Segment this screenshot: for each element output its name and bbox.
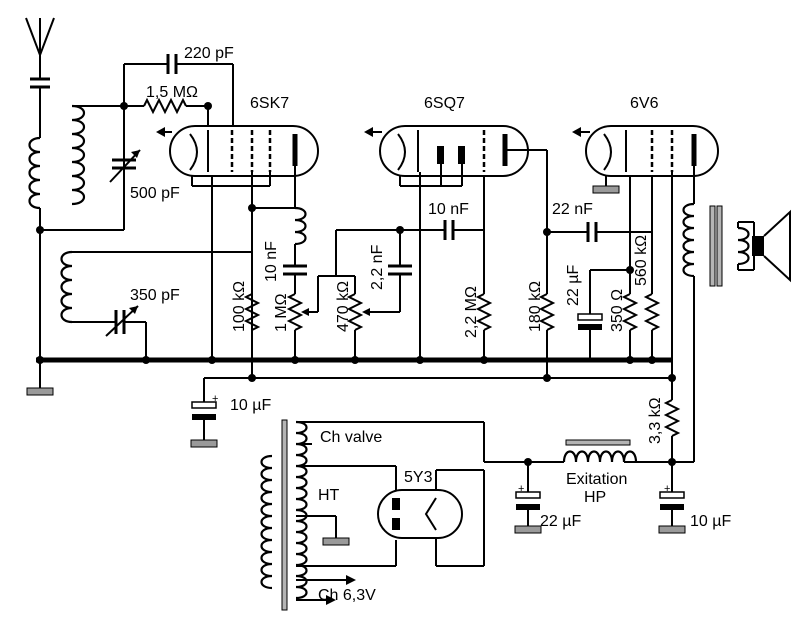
label-10nf-a: 10 nF <box>263 241 280 282</box>
label-6sq7: 6SQ7 <box>424 95 465 112</box>
resistor-180k <box>538 293 556 378</box>
tube-6sq7 <box>379 125 551 364</box>
if-transformer-coil <box>252 206 307 294</box>
label-excitation: Exitation <box>566 471 627 488</box>
label-180k: 180 kΩ <box>527 281 544 332</box>
power-transformer <box>260 419 485 611</box>
label-220pf: 220 pF <box>184 45 234 62</box>
tube-6v6 <box>585 125 719 400</box>
label-10uf-b: 10 µF <box>690 513 731 530</box>
potentiometer-470k <box>336 275 370 364</box>
antenna-coil <box>26 136 124 396</box>
label-2n2: 2,2 nF <box>369 244 386 290</box>
tube-5y3 <box>377 469 485 567</box>
resistor-2m2 <box>475 293 493 364</box>
trimmer-500pf <box>109 149 141 183</box>
capacitor-22nf <box>547 168 653 294</box>
oscillator-coil <box>60 250 252 364</box>
label-1m: 1 MΩ <box>273 293 290 332</box>
plus-sign-10uf-right: + <box>664 483 670 495</box>
capacitor-10uf-right <box>658 491 686 534</box>
label-6v6: 6V6 <box>630 95 659 112</box>
label-22nf: 22 nF <box>552 201 593 218</box>
label-hp: HP <box>584 489 606 506</box>
label-560k: 560 kΩ <box>633 235 650 286</box>
resistor-3k3 <box>632 399 694 492</box>
label-6sk7: 6SK7 <box>250 95 289 112</box>
label-3k3: 3,3 kΩ <box>647 397 664 444</box>
label-350pf: 350 pF <box>130 287 180 304</box>
label-470k: 470 kΩ <box>335 281 352 332</box>
resistor-100k <box>243 293 261 331</box>
heater-arrows <box>156 127 590 137</box>
speaker-icon <box>738 209 791 283</box>
antenna-icon <box>25 17 55 138</box>
rf-coil-secondary <box>71 102 128 206</box>
label-22uf-a: 22 µF <box>565 265 582 306</box>
label-ch-63v: Ch 6,3V <box>318 587 376 604</box>
ht-bus <box>203 374 676 402</box>
capacitor-22uf-filter <box>514 462 542 534</box>
label-ht: HT <box>318 487 340 504</box>
label-2m2: 2,2 MΩ <box>463 286 480 338</box>
label-10uf-a: 10 µF <box>230 397 271 414</box>
label-ch-valve: Ch valve <box>320 429 382 446</box>
label-350: 350 Ω <box>609 289 626 332</box>
capacitor-10nf-b <box>443 168 485 294</box>
label-22uf-b: 22 µF <box>540 513 581 530</box>
plus-sign-10uf-left: + <box>212 393 218 405</box>
capacitor-10uf-left <box>190 401 218 448</box>
label-10nf-b: 10 nF <box>428 201 469 218</box>
tube-6sk7 <box>169 125 319 378</box>
potentiometer-1m <box>286 226 445 364</box>
label-1-5m: 1,5 MΩ <box>146 84 198 101</box>
resistor-560k <box>643 293 661 364</box>
resistor-350 <box>621 293 639 364</box>
capacitor-22uf-cathode <box>577 270 603 360</box>
excitation-choke <box>484 439 638 466</box>
label-100k: 100 kΩ <box>231 281 248 332</box>
label-500pf: 500 pF <box>130 185 180 202</box>
grid-leak-network <box>123 54 234 230</box>
label-5y3: 5Y3 <box>404 469 433 486</box>
plus-sign-22uf: + <box>518 483 524 495</box>
output-transformer <box>682 202 750 462</box>
